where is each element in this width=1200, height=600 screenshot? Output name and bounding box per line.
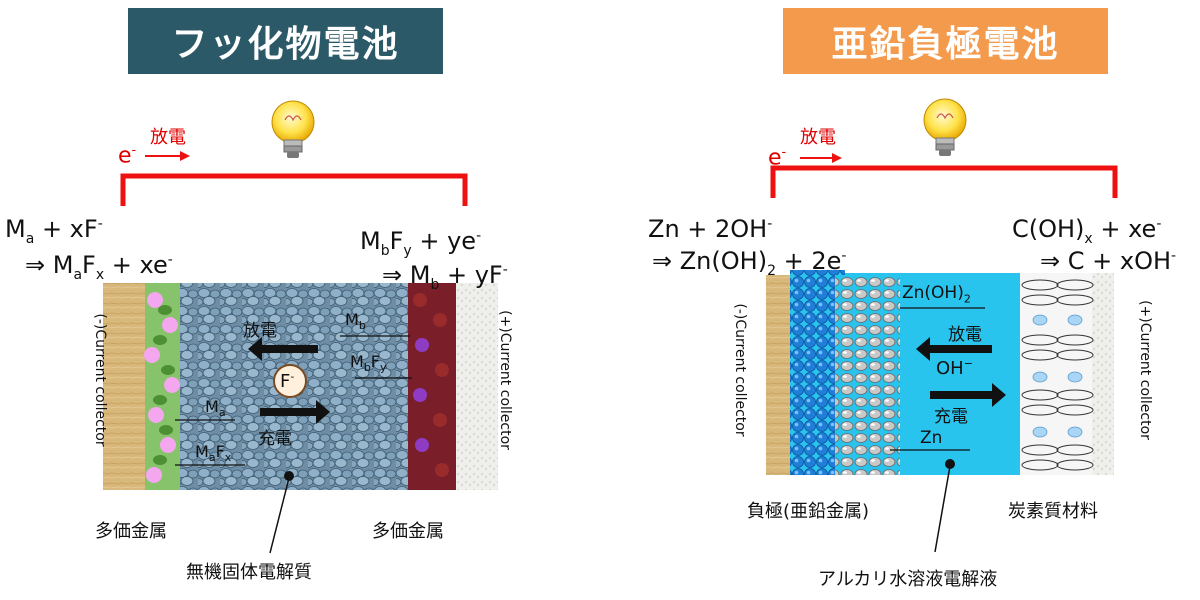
right-minus-collector-label: (-)Current collector [732,303,748,437]
left-equation-anode-2: ⇒ MaFx + xe- [25,251,173,283]
left-discharge-arrow [248,337,318,361]
right-equation-anode-1: Zn + 2OH- [648,215,773,243]
left-electrolyte-label: 無機固体電解質 [186,562,312,583]
left-title: フッ化物電池 [128,8,443,74]
right-label-znoh2: Zn(OH)2 [902,283,971,306]
right-title: 亜鉛負極電池 [783,8,1108,74]
right-circuit-wire [770,165,1118,198]
right-label-zn: Zn [920,428,943,448]
right-cathode-label: 炭素質材料 [1008,501,1098,522]
left-discharge-top-label: 放電 [150,127,186,148]
left-label-mafx: MaFx [195,442,232,465]
right-zincate-layer [835,275,900,475]
left-electron-label: e- [118,143,137,169]
left-plus-collector [456,283,498,490]
right-electrolyte-label: アルカリ水溶液電解液 [818,569,998,590]
left-metal-label-left: 多価金属 [95,521,167,542]
right-equation-anode-2: ⇒ Zn(OH)2 + 2e- [652,247,847,279]
right-anode-label: 負極(亜鉛金属) [747,501,870,522]
left-cathode-particles [413,293,449,477]
left-discharge-mid-label: 放電 [243,321,277,341]
right-equation-cathode-1: C(OH)x + xe- [1012,215,1162,247]
left-anode-particles [144,292,180,483]
right-discharge-arrow [916,337,992,361]
left-plus-collector-label: (+)Current collector [497,310,513,450]
left-equation-anode-1: Ma + xF- [5,215,103,247]
right-charge-mid-label: 充電 [934,407,968,427]
right-carbon-cathode [1020,273,1092,475]
right-charge-arrow [930,383,1006,407]
left-metal-label-right: 多価金属 [372,521,444,542]
left-minus-collector-label: (-)Current collector [92,313,108,447]
left-cathode-layer [408,283,456,490]
right-oh-label: OH− [936,357,973,379]
left-label-ma: Ma [205,397,226,420]
left-label-mbfy: MbFy [350,352,387,375]
left-circuit-wire [120,173,468,206]
right-discharge-mid-label: 放電 [948,325,982,345]
right-bulb-icon [923,98,967,156]
left-ion-label: F- [280,370,295,392]
right-carbon-layers [1021,279,1094,471]
left-minus-collector [103,283,145,490]
left-bulb-icon [271,100,315,158]
left-label-mb: Mb [345,310,366,333]
left-ion-circle [273,364,307,398]
right-discharge-top-label: 放電 [800,127,836,148]
right-plus-collector-label: (+)Current collector [1137,300,1153,440]
right-minus-collector [766,275,790,475]
left-equation-cathode-2: ⇒ Mb + yF- [382,261,508,293]
right-electron-label: e- [768,145,787,171]
left-charge-mid-label: 充電 [258,429,292,449]
right-carbon-bubbles [1032,314,1083,438]
right-plus-collector [1092,273,1114,475]
left-charge-arrow [260,400,330,424]
right-equation-cathode-2: ⇒ C + xOH- [1040,247,1177,275]
left-equation-cathode-1: MbFy + ye- [360,227,482,259]
